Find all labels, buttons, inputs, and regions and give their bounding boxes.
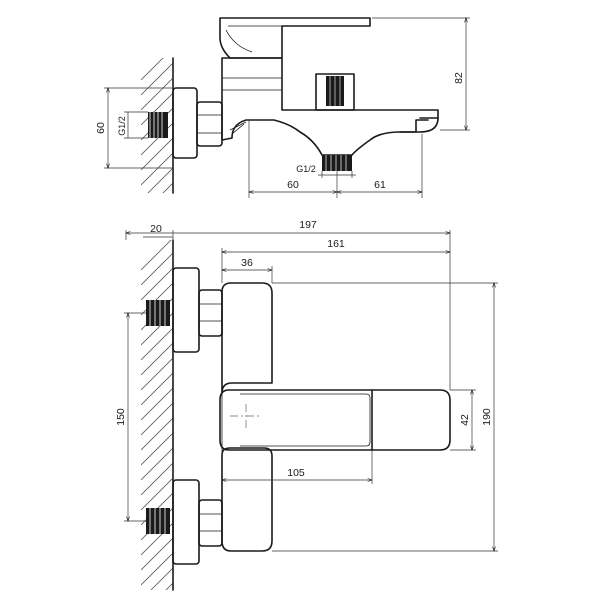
- dim-60-61: 60 61: [249, 120, 422, 198]
- inlet-connector-top: [148, 87, 223, 159]
- svg-text:197: 197: [299, 219, 317, 231]
- dim-150: 150: [115, 313, 146, 521]
- dim-42: 42: [450, 390, 476, 450]
- faucet-body-front: [221, 282, 273, 552]
- svg-text:105: 105: [287, 467, 305, 479]
- diverter-knob: [315, 73, 355, 111]
- dim-60-inlet: 60: [95, 88, 173, 168]
- svg-text:150: 150: [115, 408, 127, 426]
- upper-connector: [146, 267, 223, 353]
- svg-text:60: 60: [95, 122, 107, 134]
- dim-g12-inlet: G1/2: [117, 111, 148, 139]
- dim-197: 197: [126, 219, 450, 390]
- svg-text:G1/2: G1/2: [296, 164, 316, 174]
- dim-36: 36: [222, 257, 272, 283]
- lever-handle-front: [219, 389, 451, 451]
- dim-82: 82: [372, 18, 470, 130]
- svg-text:161: 161: [327, 238, 345, 250]
- svg-text:82: 82: [453, 72, 465, 84]
- svg-text:36: 36: [241, 257, 253, 269]
- svg-text:190: 190: [481, 408, 493, 426]
- dim-161: 161: [222, 238, 450, 283]
- svg-text:61: 61: [374, 179, 386, 191]
- dim-20: 20: [143, 223, 174, 240]
- svg-text:20: 20: [150, 223, 162, 235]
- dim-105: 105: [222, 450, 372, 484]
- wall-hatch-bottom: [141, 240, 173, 590]
- faucet-body-side: [221, 57, 439, 156]
- svg-text:42: 42: [459, 414, 471, 426]
- front-view: 197 20 161 36 150: [115, 219, 498, 591]
- lever-handle-side: [219, 17, 371, 59]
- svg-text:60: 60: [287, 179, 299, 191]
- side-view: 82 60 G1/2 G1/2: [95, 17, 470, 198]
- dim-190: 190: [272, 283, 498, 551]
- outlet-thread: [322, 155, 352, 171]
- svg-text:G1/2: G1/2: [117, 116, 127, 136]
- lower-connector: [146, 479, 223, 565]
